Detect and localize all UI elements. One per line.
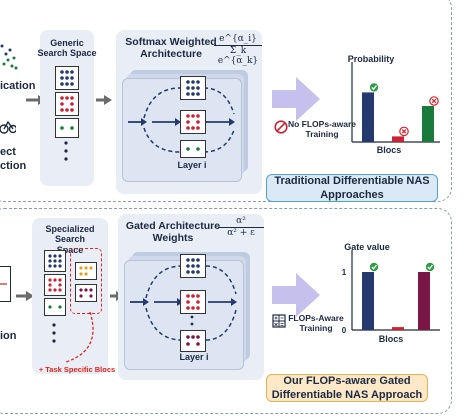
gate-value-tick-1: 1 bbox=[341, 268, 347, 277]
check-mark bbox=[371, 85, 377, 91]
probability-chart-ylabel: Probability bbox=[347, 54, 395, 64]
cross-mark bbox=[431, 98, 437, 104]
bottom-panel bbox=[0, 208, 452, 414]
chart-bar-1 bbox=[362, 92, 374, 142]
cross-mark bbox=[401, 129, 407, 134]
chart-bar-1 bbox=[362, 272, 374, 330]
layer-block-red bbox=[180, 290, 206, 314]
gated-architecture-title: Gated Architecture Weights bbox=[125, 220, 221, 245]
check-mark bbox=[371, 264, 377, 270]
task-block-maroon bbox=[75, 284, 97, 302]
check-icon bbox=[425, 262, 435, 272]
chart-bar-3 bbox=[422, 106, 434, 142]
layer-block-maroon bbox=[180, 330, 206, 352]
check-icon bbox=[369, 262, 379, 272]
layer-block-red bbox=[180, 110, 206, 134]
gate-value-chart-ylabel: Gate value bbox=[344, 242, 390, 252]
left-mid-text-1: ect bbox=[0, 146, 16, 158]
left-image-frame bbox=[0, 266, 11, 302]
softmax-formula-numerator: e^{α_i} bbox=[214, 34, 262, 46]
task-specific-label: + Task Specific Blocs bbox=[38, 365, 116, 374]
chart-bar-2 bbox=[392, 327, 404, 330]
probability-chart bbox=[351, 62, 440, 143]
left-top-text: ication bbox=[0, 80, 36, 92]
softmax-architecture-title: Softmax Weighted Architecture bbox=[125, 36, 217, 61]
search-block-red bbox=[55, 92, 79, 116]
left-mid-text-2: ction bbox=[0, 160, 27, 172]
search-block-green bbox=[44, 298, 66, 316]
chart-bar-2 bbox=[392, 136, 404, 142]
bicycle-icon bbox=[0, 120, 16, 134]
check-icon bbox=[369, 83, 379, 92]
gate-value-chart-xlabel: Blocs bbox=[378, 334, 404, 344]
calculator-icon bbox=[272, 314, 286, 328]
ellipsis-dots bbox=[64, 141, 68, 161]
ellipsis-dots bbox=[52, 323, 56, 343]
big-arrow bbox=[272, 273, 320, 317]
gated-formula-denominator: α² + ε bbox=[227, 228, 255, 238]
left-bottom-text: ion bbox=[0, 330, 17, 342]
no-entry-icon bbox=[274, 120, 288, 134]
bottom-layer-label: Layer i bbox=[179, 352, 209, 362]
bottom-caption: Our FLOPs-aware Gated Differentiable NAS… bbox=[266, 374, 428, 402]
layer-block-green bbox=[180, 140, 206, 158]
search-block-navy bbox=[55, 66, 79, 90]
layer-block-navy bbox=[180, 254, 206, 278]
layer-ellipsis bbox=[190, 315, 194, 326]
layer-block-navy bbox=[180, 76, 206, 100]
search-block-red bbox=[44, 274, 66, 296]
gated-formula: α² α² + ε bbox=[218, 216, 264, 238]
layer-flow bbox=[128, 87, 235, 153]
top-layer-label: Layer i bbox=[177, 160, 207, 170]
chart-bar-3 bbox=[418, 272, 430, 330]
top-annotation: No FLOPs-aware Training bbox=[287, 119, 357, 139]
search-block-green bbox=[55, 118, 79, 138]
top-panel bbox=[0, 0, 452, 202]
check-mark bbox=[427, 264, 433, 270]
flow-arrow bbox=[16, 291, 34, 301]
top-caption: Traditional Differentiable NAS Approache… bbox=[266, 174, 438, 202]
generic-search-space-title: Generic Search Space bbox=[37, 38, 97, 59]
task-block-orange bbox=[75, 262, 97, 280]
softmax-formula-denominator: Σ_k e^{α_k} bbox=[217, 46, 259, 66]
bottom-annotation: FLOPs-Aware Training bbox=[288, 313, 344, 333]
gate-value-tick-0: 0 bbox=[341, 326, 347, 335]
scatter-thumbnail bbox=[0, 44, 18, 70]
gated-formula-numerator: α² bbox=[218, 216, 264, 228]
probability-chart-xlabel: Blocs bbox=[376, 145, 402, 155]
task-curve-arrow bbox=[65, 311, 94, 363]
big-arrow bbox=[272, 77, 320, 121]
search-block-navy bbox=[44, 250, 66, 272]
task-specific-group bbox=[70, 248, 102, 314]
flow-arrow-red bbox=[0, 283, 7, 285]
gate-value-chart bbox=[351, 250, 440, 331]
flow-arrow bbox=[96, 95, 112, 105]
softmax-formula: e^{α_i} Σ_k e^{α_k} bbox=[214, 34, 262, 66]
